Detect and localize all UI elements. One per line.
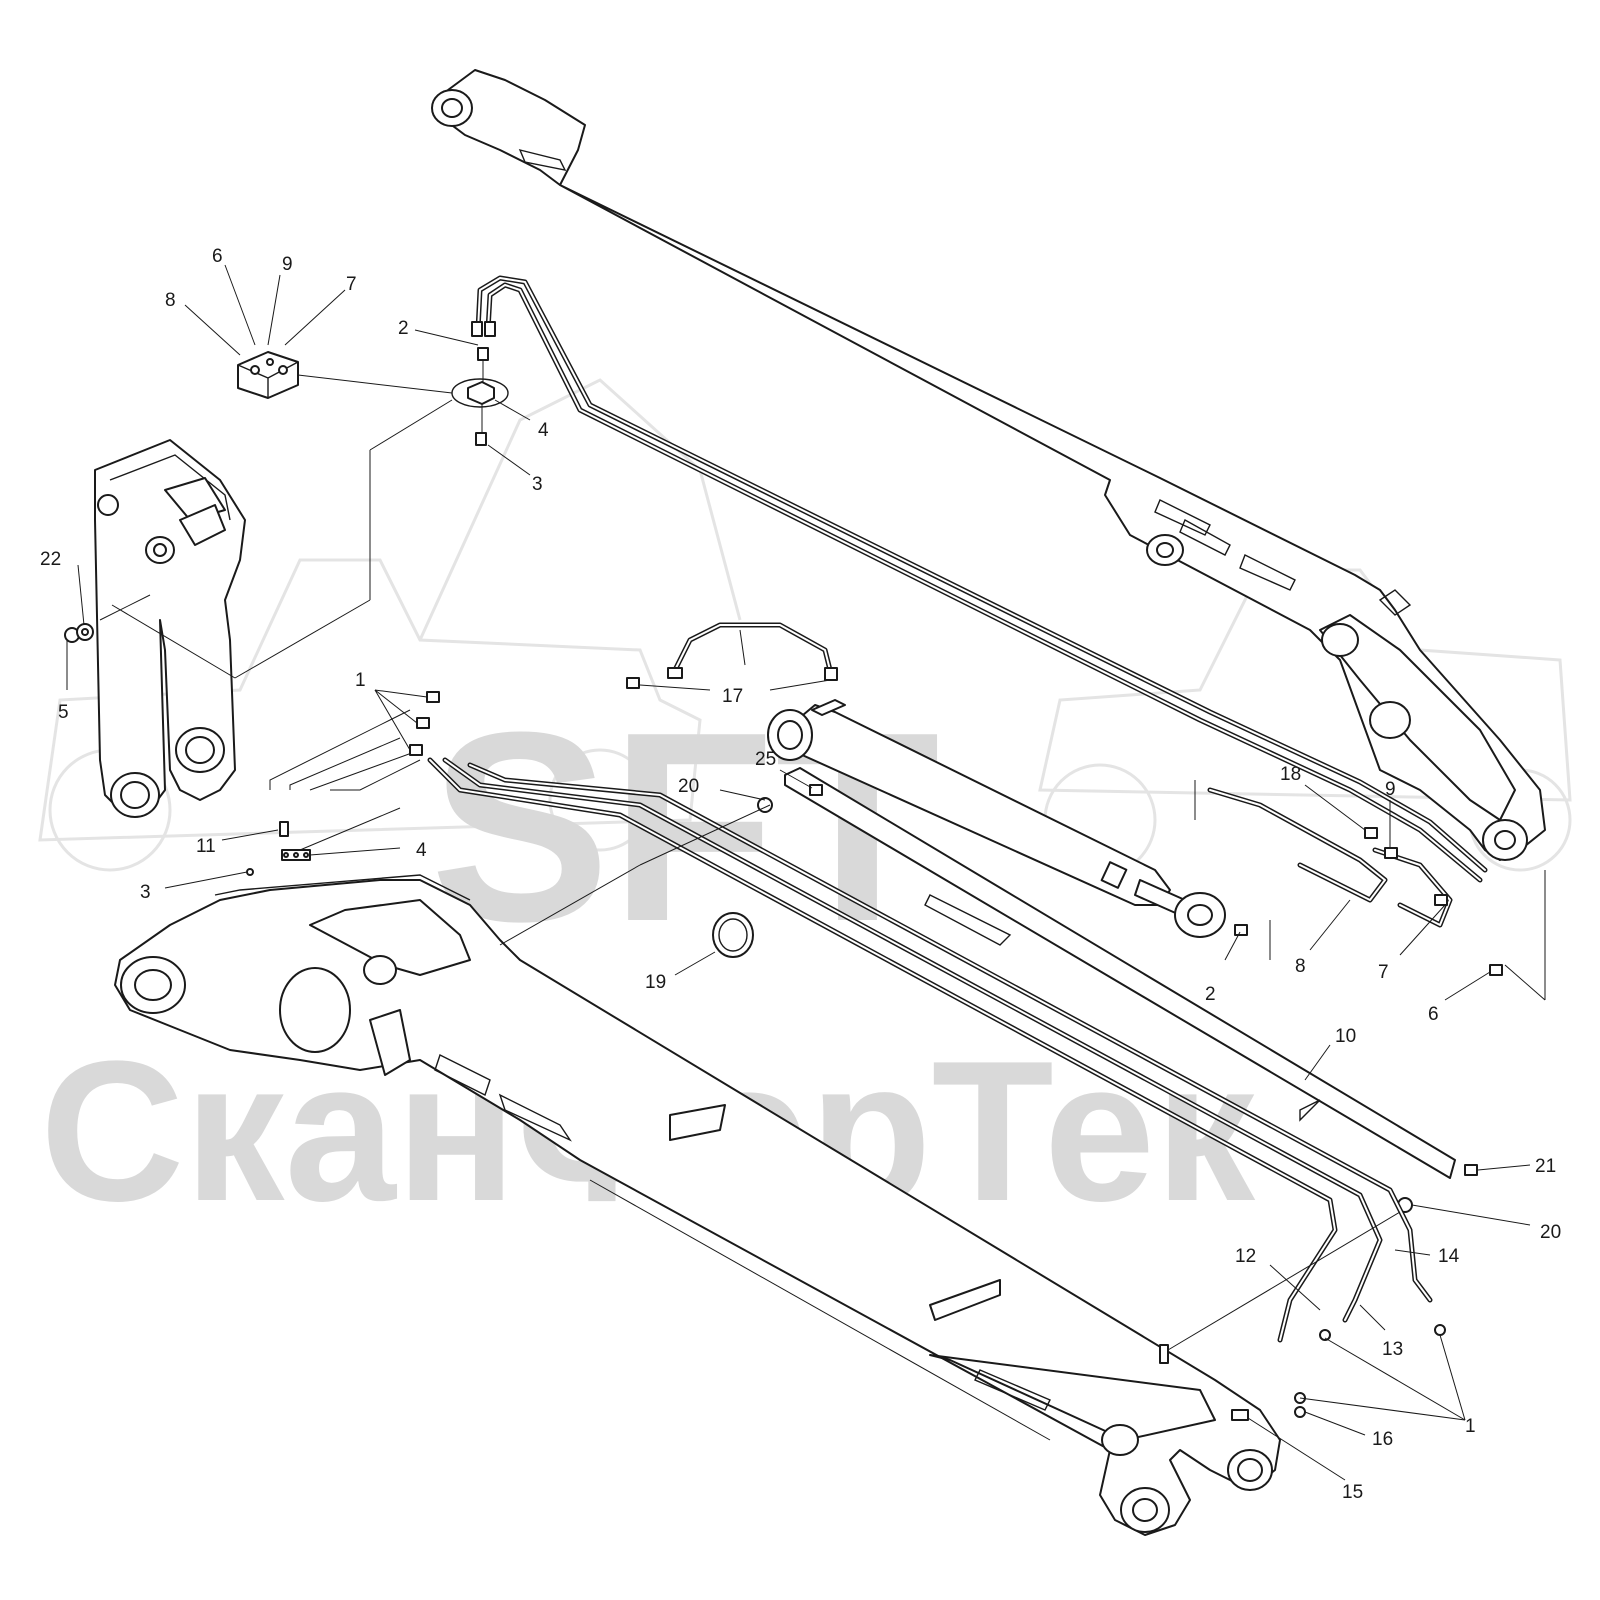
boom-bracket-teeth: [369, 1009, 411, 1076]
fitting-3-top: [475, 432, 487, 446]
callout-7-right: 7: [1378, 962, 1389, 983]
hose-17-end: [824, 667, 838, 681]
callout-15: 15: [1342, 1482, 1363, 1503]
guard-strip-10: [757, 767, 1478, 1213]
leader-detail-block: [297, 374, 453, 394]
callout-2-cylinder: 2: [1205, 984, 1216, 1005]
adapter-fitting: [626, 677, 640, 689]
hydraulic-cylinder: [767, 699, 1271, 960]
hose-clamp-19: [712, 912, 754, 958]
callout-13: 13: [1382, 1339, 1403, 1360]
callout-7-detail: 7: [346, 274, 357, 295]
boom-center-hole: [279, 967, 351, 1053]
elbow-fitting: [426, 691, 440, 703]
callout-8-detail: 8: [165, 290, 176, 311]
callout-10: 10: [1335, 1026, 1356, 1047]
right-hose-assembly: [1207, 787, 1546, 1001]
hose-clip-upper: [669, 1104, 726, 1141]
detail-fitting-block: [237, 347, 509, 446]
elbow-fitting: [416, 717, 430, 729]
hose-17-end: [667, 667, 683, 679]
fitting-1: [1434, 1324, 1446, 1336]
callout-9-detail: 9: [282, 254, 293, 275]
callout-18: 18: [1280, 764, 1301, 785]
callout-14: 14: [1438, 1246, 1460, 1267]
cylinder-port: [811, 699, 846, 716]
main-boom: [114, 804, 1401, 1536]
callout-21: 21: [1535, 1156, 1556, 1177]
fitting-7: [1434, 894, 1448, 906]
boom-fittings: [246, 691, 440, 876]
bolt-25: [809, 784, 823, 796]
fitting-2-top: [477, 347, 489, 361]
callout-leaders: [66, 264, 1531, 1481]
elbow-fitting: [409, 744, 423, 756]
boom-end-plate: [929, 1354, 1216, 1441]
detail-circle: [451, 378, 509, 408]
boom-tab: [1159, 1344, 1169, 1364]
callout-4-left: 4: [416, 840, 427, 861]
fitting-2-cylinder: [1234, 924, 1248, 936]
fitting-18: [1364, 827, 1378, 839]
callout-1-arm: 1: [1465, 1416, 1476, 1437]
callout-labels: 8 6 9 7 2 4 3 22 5 1 11 4 3 17 25 20 19 …: [40, 246, 1561, 1503]
callout-5: 5: [58, 702, 69, 723]
bolt-11: [279, 821, 289, 837]
hose-clip-lower: [929, 1279, 1001, 1321]
bolt-16: [1294, 1406, 1306, 1418]
clamp-15: [1231, 1409, 1249, 1421]
callout-25: 25: [755, 749, 776, 770]
callout-2-top: 2: [398, 318, 409, 339]
hose-17: [626, 622, 838, 691]
callout-9-right: 9: [1385, 779, 1396, 800]
callout-4-top: 4: [538, 420, 549, 441]
callout-19: 19: [645, 972, 666, 993]
callout-20-top: 20: [678, 776, 699, 797]
arm-hose-pair: [471, 275, 1488, 883]
hose-end-fitting: [471, 321, 483, 337]
callout-6-right: 6: [1428, 1004, 1439, 1025]
callout-11: 11: [196, 836, 216, 857]
callout-22: 22: [40, 549, 61, 570]
fitting-block-small: [467, 381, 495, 405]
callout-17: 17: [722, 686, 743, 707]
bolt-21: [1464, 1164, 1478, 1176]
boom-hose-bundle: [427, 757, 1446, 1404]
fitting-1: [1319, 1329, 1331, 1341]
fitting-9: [1384, 847, 1398, 859]
callout-3-left: 3: [140, 882, 151, 903]
callout-20-right: 20: [1540, 1222, 1561, 1243]
callout-6-detail: 6: [212, 246, 223, 267]
callout-1-boom: 1: [355, 670, 366, 691]
callout-12: 12: [1235, 1246, 1256, 1267]
fitting-6: [1489, 964, 1503, 976]
callout-16: 16: [1372, 1429, 1393, 1450]
callout-8-right: 8: [1295, 956, 1306, 977]
boom-bracket: [64, 399, 453, 818]
arm-top-slot: [518, 148, 567, 171]
hose-end-fitting: [484, 321, 496, 337]
dipper-arm: [431, 69, 1546, 861]
callout-3-top: 3: [532, 474, 543, 495]
plug-3: [246, 868, 254, 876]
